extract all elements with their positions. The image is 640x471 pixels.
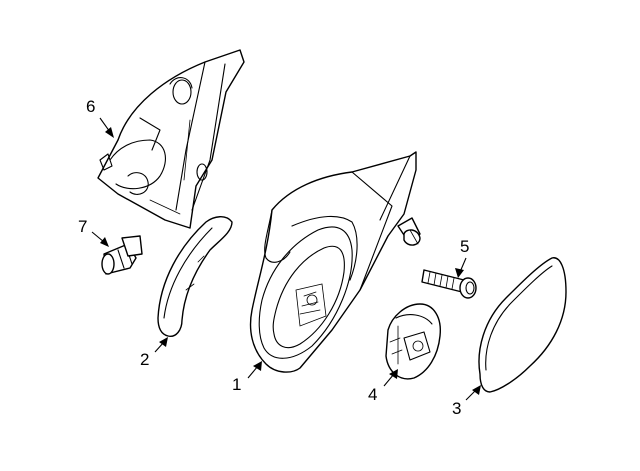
callout-6: 6 bbox=[86, 97, 95, 116]
callout-3: 3 bbox=[452, 399, 461, 418]
part-3-mirror-glass bbox=[478, 257, 567, 393]
callout-5: 5 bbox=[460, 237, 469, 256]
part-6-bracket bbox=[97, 49, 245, 229]
part-1-mirror-housing bbox=[249, 151, 421, 373]
part-2-cover-strip bbox=[157, 216, 233, 337]
callout-labels: 6 7 2 1 5 4 3 bbox=[78, 97, 469, 418]
callout-1: 1 bbox=[232, 375, 241, 394]
callout-leaders bbox=[91, 117, 481, 401]
callout-7: 7 bbox=[78, 217, 87, 236]
part-4-actuator bbox=[385, 303, 441, 380]
callout-4: 4 bbox=[368, 385, 377, 404]
callout-2: 2 bbox=[140, 350, 149, 369]
part-5-screw bbox=[421, 269, 477, 299]
part-7-grommet bbox=[101, 235, 143, 275]
